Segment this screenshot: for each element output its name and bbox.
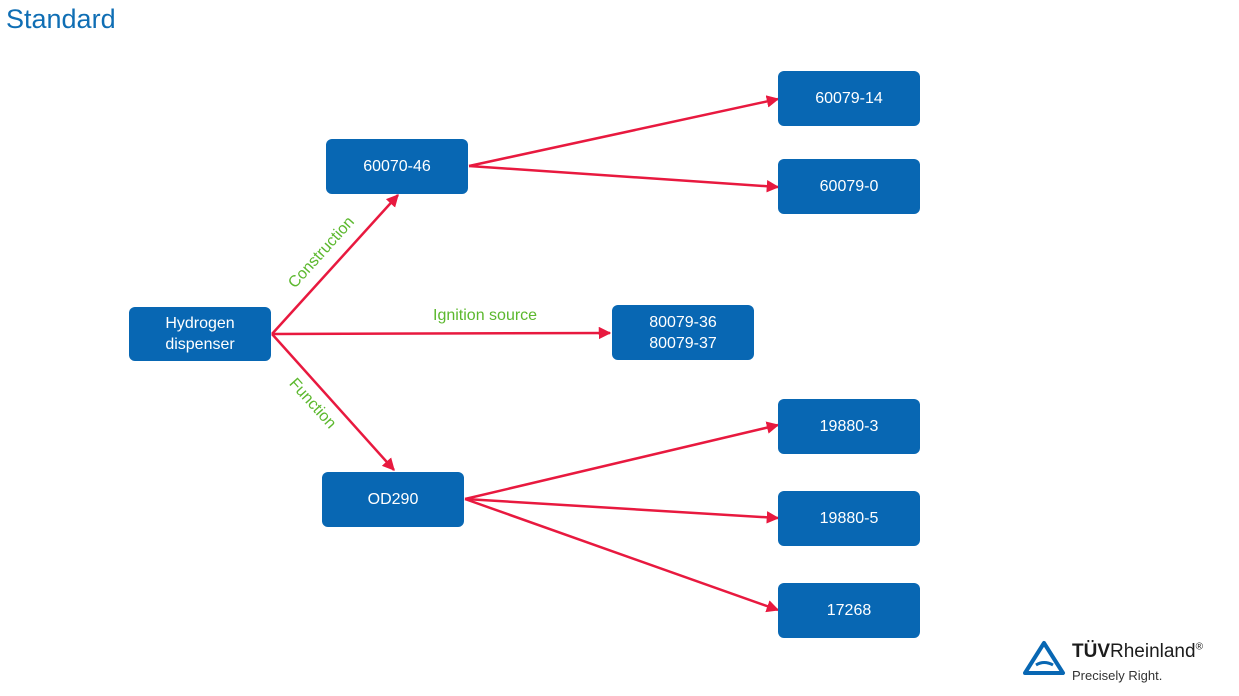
page-title: Standard bbox=[6, 4, 116, 34]
node-80079: 80079-36 80079-37 bbox=[612, 305, 754, 360]
edge-od290-to-19880-5 bbox=[464, 497, 780, 524]
node-19880-5-label: 19880-5 bbox=[819, 510, 879, 527]
edge-60070-46-to-60079-14 bbox=[468, 95, 780, 168]
node-80079-37-label: 80079-37 bbox=[649, 334, 717, 352]
edge-root-to-60070-46 bbox=[271, 194, 399, 335]
edge-root-to-80079 bbox=[271, 326, 612, 340]
node-od290: OD290 bbox=[322, 472, 464, 527]
node-60070-46: 60070-46 bbox=[326, 139, 468, 194]
brand-rest: Rheinland bbox=[1110, 641, 1196, 662]
node-19880-5: 19880-5 bbox=[778, 491, 920, 546]
node-19880-3: 19880-3 bbox=[778, 399, 920, 454]
edge-label-ignition-source: Ignition source bbox=[433, 307, 538, 324]
node-od290-label: OD290 bbox=[367, 491, 419, 508]
brand-tagline: Precisely Right. bbox=[1072, 668, 1163, 683]
node-19880-3-label: 19880-3 bbox=[819, 418, 879, 435]
triangle-logo-icon bbox=[1023, 641, 1065, 675]
node-60070-46-label: 60070-46 bbox=[363, 158, 431, 175]
edge-root-to-od290 bbox=[271, 333, 395, 471]
node-60079-14-label: 60079-14 bbox=[815, 90, 883, 107]
node-80079-36-label: 80079-36 bbox=[649, 313, 717, 331]
node-hydrogen-dispenser: Hydrogen dispenser bbox=[129, 307, 271, 361]
node-hydrogen-dispenser-line-2: dispenser bbox=[165, 336, 235, 353]
registered-mark: ® bbox=[1195, 641, 1203, 653]
edge-od290-to-19880-3 bbox=[464, 421, 780, 501]
brand-name: TÜVRheinland® bbox=[1072, 641, 1203, 663]
node-17268: 17268 bbox=[778, 583, 920, 638]
node-60079-0: 60079-0 bbox=[778, 159, 920, 214]
edge-60070-46-to-60079-0 bbox=[468, 164, 780, 193]
brand-bold: TÜV bbox=[1072, 641, 1110, 662]
node-60079-14: 60079-14 bbox=[778, 71, 920, 126]
node-hydrogen-dispenser-line-1: Hydrogen bbox=[165, 315, 235, 332]
node-17268-label: 17268 bbox=[826, 602, 872, 619]
node-60079-0-label: 60079-0 bbox=[819, 178, 879, 195]
edge-od290-to-17268 bbox=[464, 497, 780, 613]
tuv-rheinland-logo: TÜVRheinland® Precisely Right. bbox=[1022, 638, 1232, 688]
